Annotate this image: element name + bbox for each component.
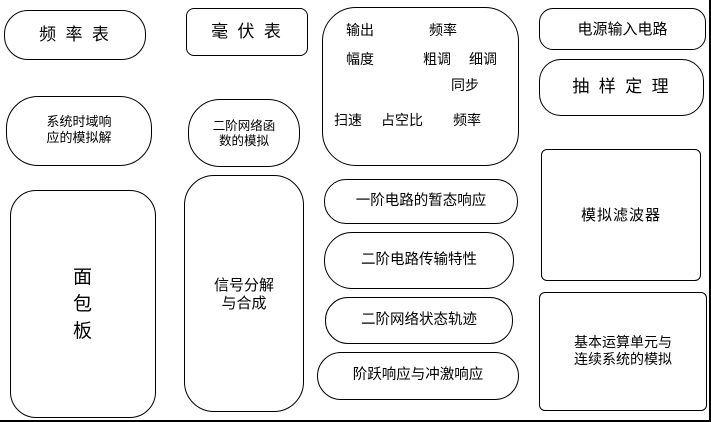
second-order-network-fn-label: 二阶网络函 数的模拟	[213, 118, 276, 148]
block-signal-decomposition: 信号分解 与合成	[184, 175, 304, 412]
sampling-theorem-label: 抽 样 定 理	[572, 77, 671, 98]
signal-decomposition-line2: 与合成	[221, 293, 267, 312]
second-order-state-track-label: 二阶网络状态轨迹	[361, 311, 477, 328]
signal-decomposition-line1: 信号分解	[213, 275, 274, 294]
basic-operation-unit-line2: 连续系统的模拟	[574, 351, 672, 368]
second-order-transfer-label: 二阶电路传输特性	[361, 251, 477, 268]
block-signal-source: 输出 频率 幅度 粗调 细调 同步 扫速 占空比 频率	[322, 7, 519, 166]
signal-source-duty-cycle-label: 占空比	[381, 113, 423, 129]
breadboard-label: 面 包 板	[73, 264, 93, 345]
signal-decomposition-label: 信号分解 与合成	[214, 276, 274, 312]
signal-source-frequency-label: 频率	[429, 23, 457, 39]
block-second-order-network-fn: 二阶网络函 数的模拟	[188, 99, 300, 167]
signal-source-sweep-label: 扫速	[334, 113, 362, 129]
block-step-impulse-response: 阶跃响应与冲激响应	[317, 352, 519, 400]
signal-source-coarse-label: 粗调	[423, 52, 451, 68]
breadboard-char-3: 板	[72, 319, 93, 342]
first-order-transient-label: 一阶电路的暂态响应	[355, 192, 487, 209]
millivolt-meter-label: 毫 伏 表	[211, 21, 283, 42]
second-order-network-fn-line2: 数的模拟	[218, 133, 269, 148]
step-impulse-response-label: 阶跃响应与冲激响应	[352, 367, 484, 384]
system-time-response-line2: 应的模拟解	[46, 131, 112, 146]
block-breadboard: 面 包 板	[10, 190, 156, 418]
basic-operation-unit-label: 基本运算单元与 连续系统的模拟	[574, 335, 672, 369]
block-power-input: 电源输入电路	[539, 8, 706, 50]
block-basic-operation-unit: 基本运算单元与 连续系统的模拟	[539, 292, 707, 411]
block-millivolt-meter: 毫 伏 表	[186, 8, 308, 56]
basic-operation-unit-line1: 基本运算单元与	[574, 334, 672, 351]
breadboard-char-1: 面	[72, 265, 93, 288]
signal-source-output-label: 输出	[346, 23, 374, 39]
block-frequency-meter: 频 率 表	[4, 10, 146, 60]
second-order-network-fn-line1: 二阶网络函	[212, 118, 276, 133]
signal-source-sweep-frequency-label: 频率	[453, 113, 481, 129]
block-analog-filter: 模拟滤波器	[541, 149, 701, 281]
signal-source-fine-label: 细调	[469, 52, 497, 68]
block-second-order-state-track: 二阶网络状态轨迹	[325, 297, 513, 344]
block-sampling-theorem: 抽 样 定 理	[539, 59, 704, 116]
system-time-response-line1: 系统时域响	[46, 115, 112, 131]
block-system-time-response: 系统时域响 应的模拟解	[6, 96, 152, 166]
system-time-response-label: 系统时域响 应的模拟解	[46, 115, 111, 146]
power-input-label: 电源输入电路	[577, 20, 668, 38]
block-first-order-transient: 一阶电路的暂态响应	[324, 179, 518, 224]
signal-source-amplitude-label: 幅度	[346, 52, 374, 68]
frequency-meter-label: 频 率 表	[39, 24, 111, 45]
signal-source-sync-label: 同步	[451, 78, 479, 94]
block-second-order-transfer: 二阶电路传输特性	[324, 232, 514, 289]
analog-filter-label: 模拟滤波器	[580, 206, 661, 224]
breadboard-char-2: 包	[72, 292, 93, 315]
